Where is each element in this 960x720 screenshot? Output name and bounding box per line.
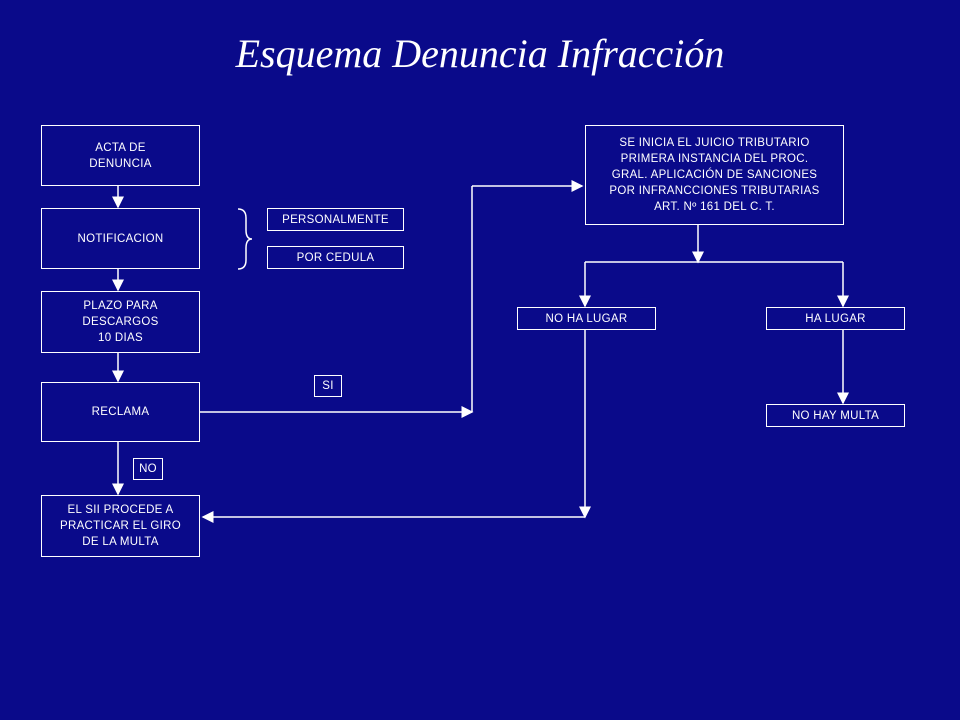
node-notificacion: NOTIFICACION [41, 208, 200, 269]
option-personalmente: PERSONALMENTE [267, 208, 404, 231]
node-no-ha-lugar: NO HA LUGAR [517, 307, 656, 330]
node-acta-denuncia: ACTA DE DENUNCIA [41, 125, 200, 186]
brace-icon [237, 208, 253, 270]
label-no: NO [133, 458, 163, 480]
node-ha-lugar: HA LUGAR [766, 307, 905, 330]
option-por-cedula: POR CEDULA [267, 246, 404, 269]
node-no-hay-multa: NO HAY MULTA [766, 404, 905, 427]
node-plazo-descargos: PLAZO PARA DESCARGOS 10 DIAS [41, 291, 200, 353]
label-si: SI [314, 375, 342, 397]
node-giro-multa: EL SII PROCEDE A PRACTICAR EL GIRO DE LA… [41, 495, 200, 557]
diagram-title: Esquema Denuncia Infracción [235, 31, 725, 76]
node-juicio-tributario: SE INICIA EL JUICIO TRIBUTARIO PRIMERA I… [585, 125, 844, 225]
node-reclama: RECLAMA [41, 382, 200, 442]
